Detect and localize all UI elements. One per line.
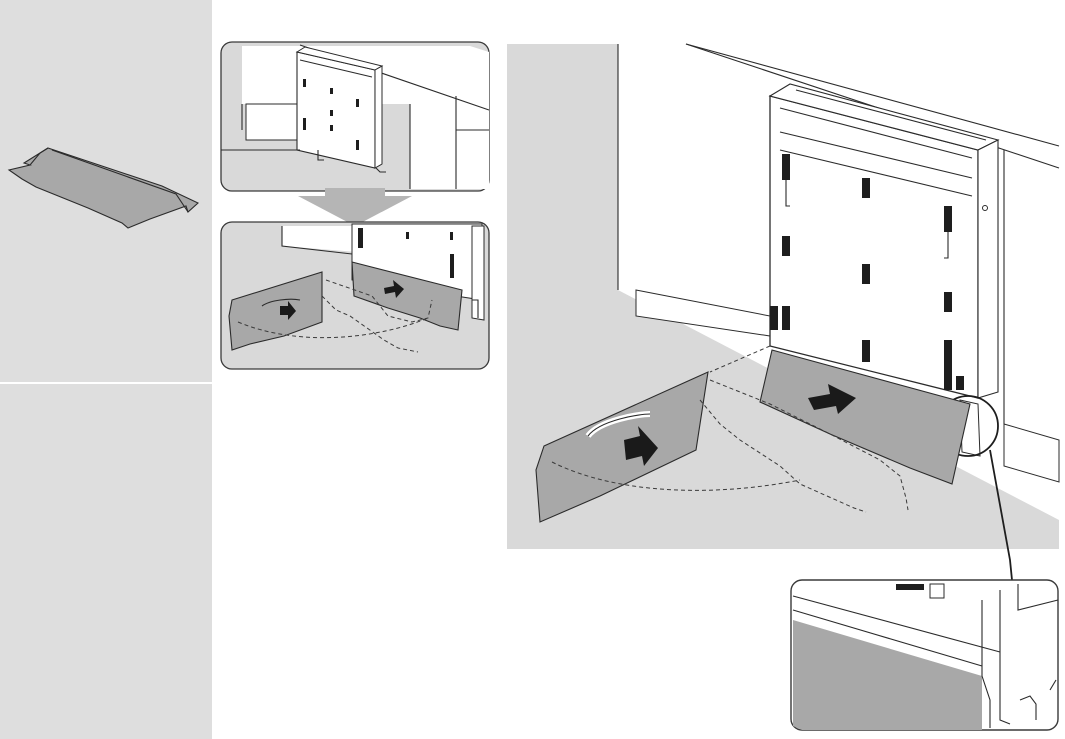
protective-strip-part [7,147,199,229]
step1-panel [220,41,490,192]
right-arrow-icon [280,301,296,320]
detail-panel [790,579,1059,731]
main-illustration [507,43,1060,581]
sidebar [0,0,212,739]
step2-panel [220,221,490,370]
down-arrow-icon [298,188,412,226]
right-arrow-icon [624,426,658,466]
right-arrow-icon [808,384,856,414]
sidebar-divider [0,382,212,384]
right-arrow-icon [384,280,404,298]
